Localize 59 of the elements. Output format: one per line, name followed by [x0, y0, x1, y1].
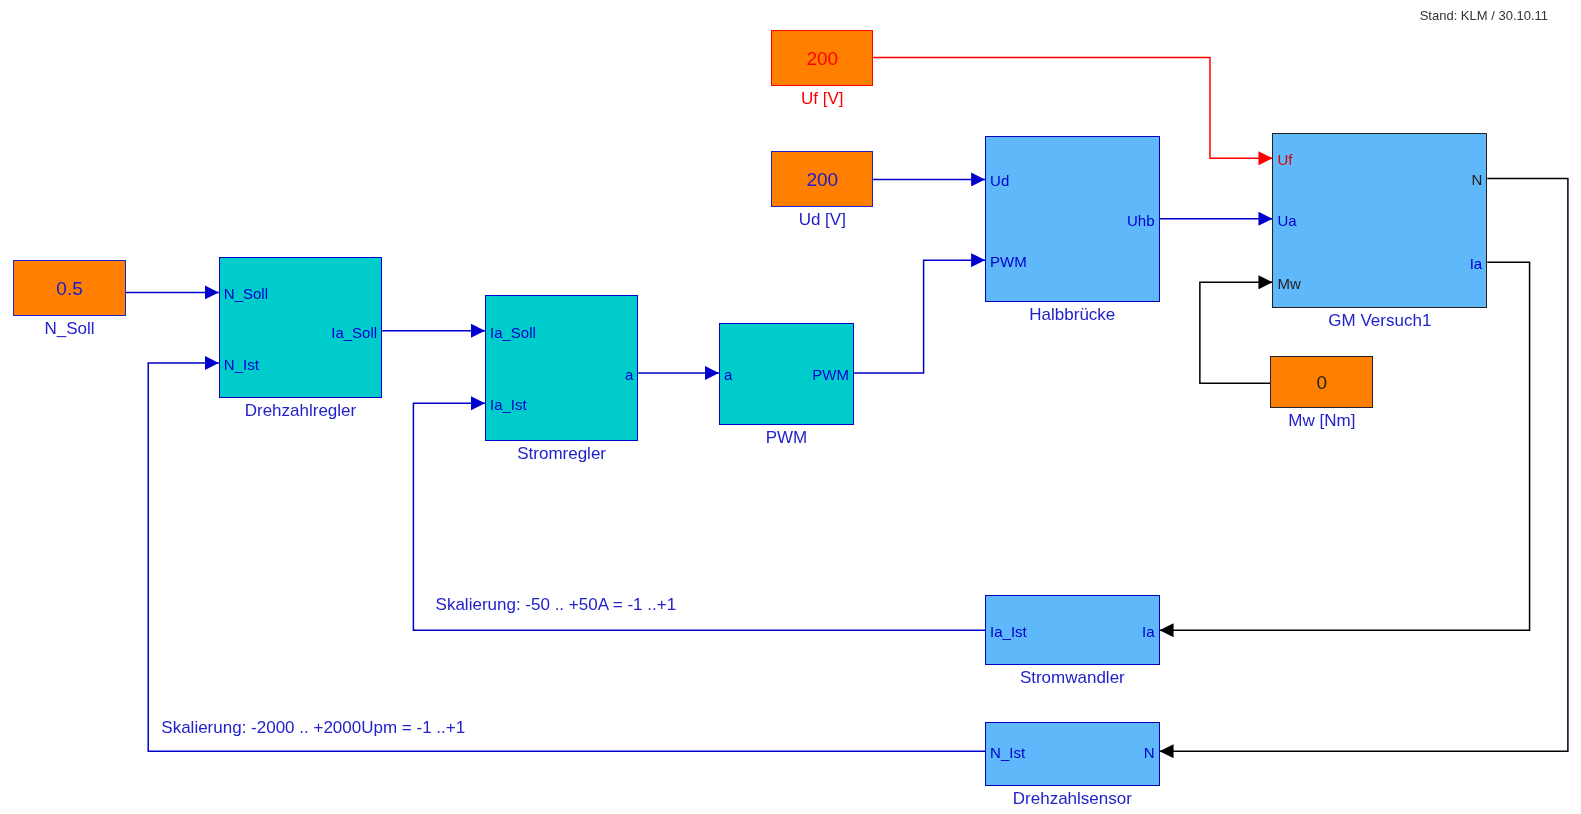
port-label: N_Soll	[223, 285, 268, 303]
controller-block	[485, 295, 639, 441]
port-label: Ia_Ist	[490, 396, 527, 414]
signal-line	[1199, 275, 1274, 384]
port-label: PWM	[990, 253, 1027, 271]
signal-line	[872, 172, 986, 187]
signal-line	[872, 56, 1274, 166]
port-label: Uhb	[1127, 211, 1155, 229]
port-label: Ia_Soll	[331, 323, 378, 341]
signal-line	[412, 396, 986, 631]
port-label: Mw	[1277, 275, 1301, 293]
revision-note: Stand: KLM / 30.10.11	[1419, 8, 1549, 24]
port-label: Ia_Soll	[490, 323, 536, 341]
constant-value: 0	[1315, 372, 1329, 395]
constant-value: 200	[805, 47, 840, 70]
port-label: N_Ist	[223, 355, 259, 373]
constant-block	[13, 260, 126, 316]
signal-line	[381, 323, 486, 338]
signal-line	[1158, 261, 1531, 638]
constant-block	[771, 151, 874, 207]
block-name: Drehzahlsensor	[1012, 789, 1132, 810]
port-label: Ua	[1277, 211, 1297, 229]
signal-line	[125, 285, 220, 300]
block-name: Ud [V]	[798, 209, 846, 230]
block-name: GM Versuch1	[1328, 310, 1432, 331]
constant-block	[771, 30, 874, 86]
port-label: N	[1143, 744, 1155, 762]
subsystem-block	[985, 136, 1160, 303]
signal-line	[1158, 211, 1274, 226]
port-label: N_Ist	[990, 744, 1026, 762]
subsystem-block	[985, 594, 1160, 666]
port-label: a	[624, 366, 634, 384]
constant-value: 200	[805, 168, 840, 191]
constant-value: 0.5	[55, 277, 84, 300]
signal-line	[1158, 177, 1569, 759]
port-label: Ud	[990, 172, 1010, 190]
block-name: Mw [Nm]	[1288, 411, 1356, 432]
port-label: a	[723, 366, 733, 384]
block-name: Drehzahlregler	[244, 401, 357, 422]
block-name: N_Soll	[44, 318, 95, 339]
block-name: Stromwandler	[1019, 668, 1125, 689]
subsystem-block	[1272, 133, 1488, 308]
controller-block	[718, 322, 854, 426]
signal-line	[853, 253, 986, 374]
port-label: Ia	[1142, 623, 1155, 641]
signal-line	[147, 356, 986, 752]
constant-block	[1270, 355, 1374, 409]
port-label: PWM	[812, 366, 849, 384]
port-label: N	[1471, 171, 1483, 189]
port-label: Uf	[1277, 151, 1293, 169]
subsystem-block	[985, 721, 1160, 787]
block-name: PWM	[765, 428, 808, 449]
signal-line	[637, 366, 720, 381]
block-name: Stromregler	[517, 443, 606, 464]
controller-block	[218, 257, 383, 399]
block-name: Halbbrücke	[1029, 305, 1116, 326]
block-name: Uf [V]	[801, 88, 844, 109]
port-label: Ia	[1469, 255, 1483, 273]
port-label: Ia_Ist	[990, 623, 1027, 641]
